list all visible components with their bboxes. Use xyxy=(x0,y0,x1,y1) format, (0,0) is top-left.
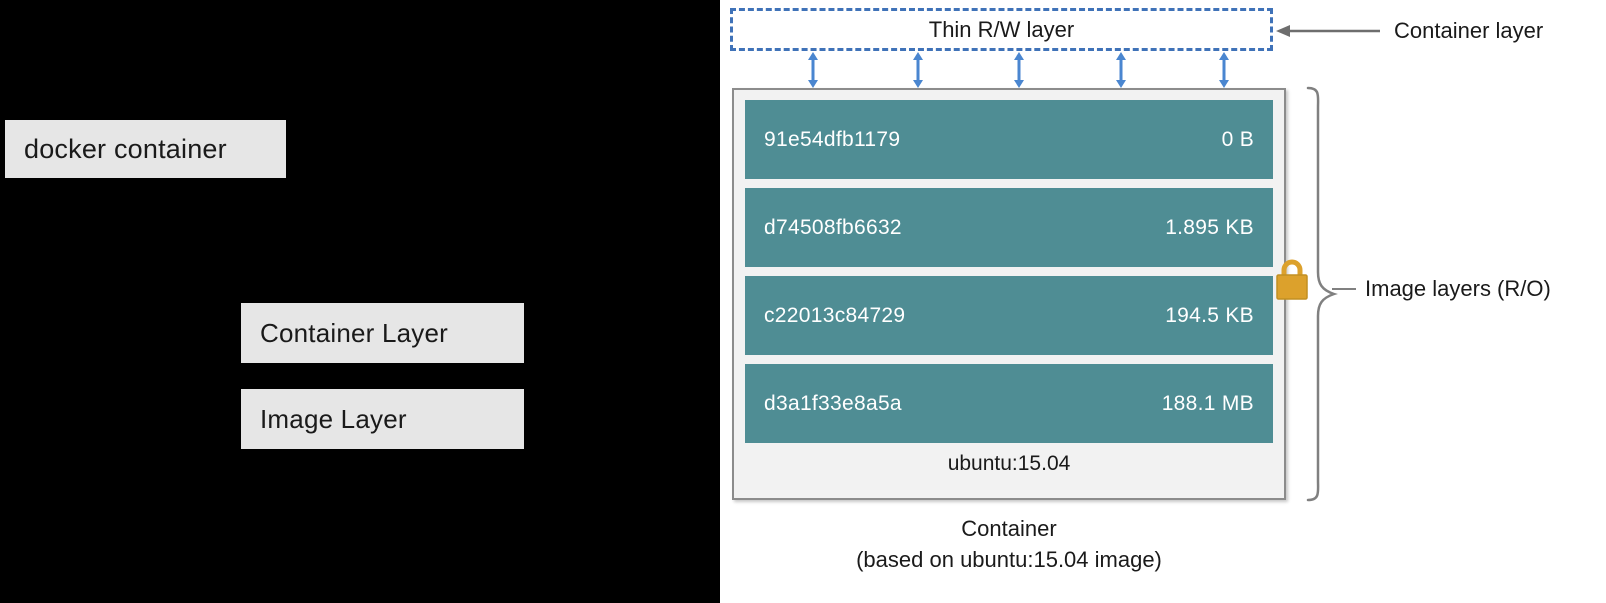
container-layer-annotation: Container layer xyxy=(1276,14,1596,48)
layer-id: d74508fb6632 xyxy=(764,215,902,239)
docker-container-label: docker container xyxy=(5,120,286,178)
container-caption: Container (based on ubuntu:15.04 image) xyxy=(732,513,1286,575)
rw-to-image-arrow-1 xyxy=(805,52,821,88)
layer-id: c22013c84729 xyxy=(764,303,906,327)
left-black-panel: docker container Container Layer Image L… xyxy=(0,0,720,603)
image-layers-brace xyxy=(1304,86,1338,502)
annotation-connector-line xyxy=(1332,288,1356,290)
caption-line-1: Container xyxy=(961,516,1057,541)
thin-rw-layer-box: Thin R/W layer xyxy=(730,8,1273,51)
left-arrow-icon xyxy=(1276,25,1380,37)
image-layers-annotation-text: Image layers (R/O) xyxy=(1365,276,1551,301)
layer-size: 1.895 KB xyxy=(1165,215,1254,239)
layer-size: 194.5 KB xyxy=(1165,303,1254,327)
rw-to-image-arrow-2 xyxy=(910,52,926,88)
base-image-name: ubuntu:15.04 xyxy=(947,452,1071,475)
docker-layers-diagram: Thin R/W layer xyxy=(720,0,1606,603)
rw-to-image-arrow-3 xyxy=(1011,52,1027,88)
layer-id: 91e54dfb1179 xyxy=(764,127,901,151)
layer-id: d3a1f33e8a5a xyxy=(764,391,902,415)
layer-size: 0 B xyxy=(1221,127,1254,151)
rw-to-image-arrow-4 xyxy=(1113,52,1129,88)
image-layer-row: c22013c84729 194.5 KB xyxy=(745,276,1273,355)
container-frame: 91e54dfb1179 0 B d74508fb6632 1.895 KB c… xyxy=(732,88,1286,500)
image-layer-label: Image Layer xyxy=(241,389,524,449)
caption-line-2: (based on ubuntu:15.04 image) xyxy=(856,547,1162,572)
rw-to-image-arrow-5 xyxy=(1216,52,1232,88)
container-layer-annotation-text: Container layer xyxy=(1394,18,1544,43)
image-layers-annotation: Image layers (R/O) xyxy=(1332,276,1551,302)
lock-icon xyxy=(1273,256,1311,302)
image-layer-row: d74508fb6632 1.895 KB xyxy=(745,188,1273,267)
thin-rw-layer-label: Thin R/W layer xyxy=(928,16,1075,42)
image-layer-row: d3a1f33e8a5a 188.1 MB xyxy=(745,364,1273,443)
layer-size: 188.1 MB xyxy=(1161,391,1254,415)
image-layer-row: 91e54dfb1179 0 B xyxy=(745,100,1273,179)
container-layer-label: Container Layer xyxy=(241,303,524,363)
